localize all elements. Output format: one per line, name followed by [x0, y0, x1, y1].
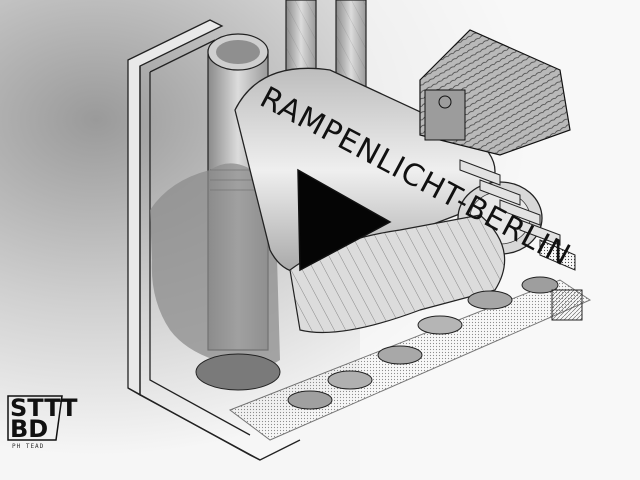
side-box: [551, 289, 583, 321]
logo-line2: BD: [10, 415, 48, 443]
studio-logo: STTT BD PH TEAD: [7, 394, 78, 450]
logo-caption: PH TEAD: [12, 443, 44, 450]
pool-left: [195, 353, 281, 391]
triangle-opening: [297, 168, 392, 272]
stair-steps: [459, 159, 576, 271]
frame-walls: [127, 19, 301, 461]
roof-house: [419, 29, 571, 156]
logo-line1: STTT: [10, 394, 78, 422]
ground-basins: [228, 276, 592, 441]
grey-wash-stain: [150, 163, 280, 370]
